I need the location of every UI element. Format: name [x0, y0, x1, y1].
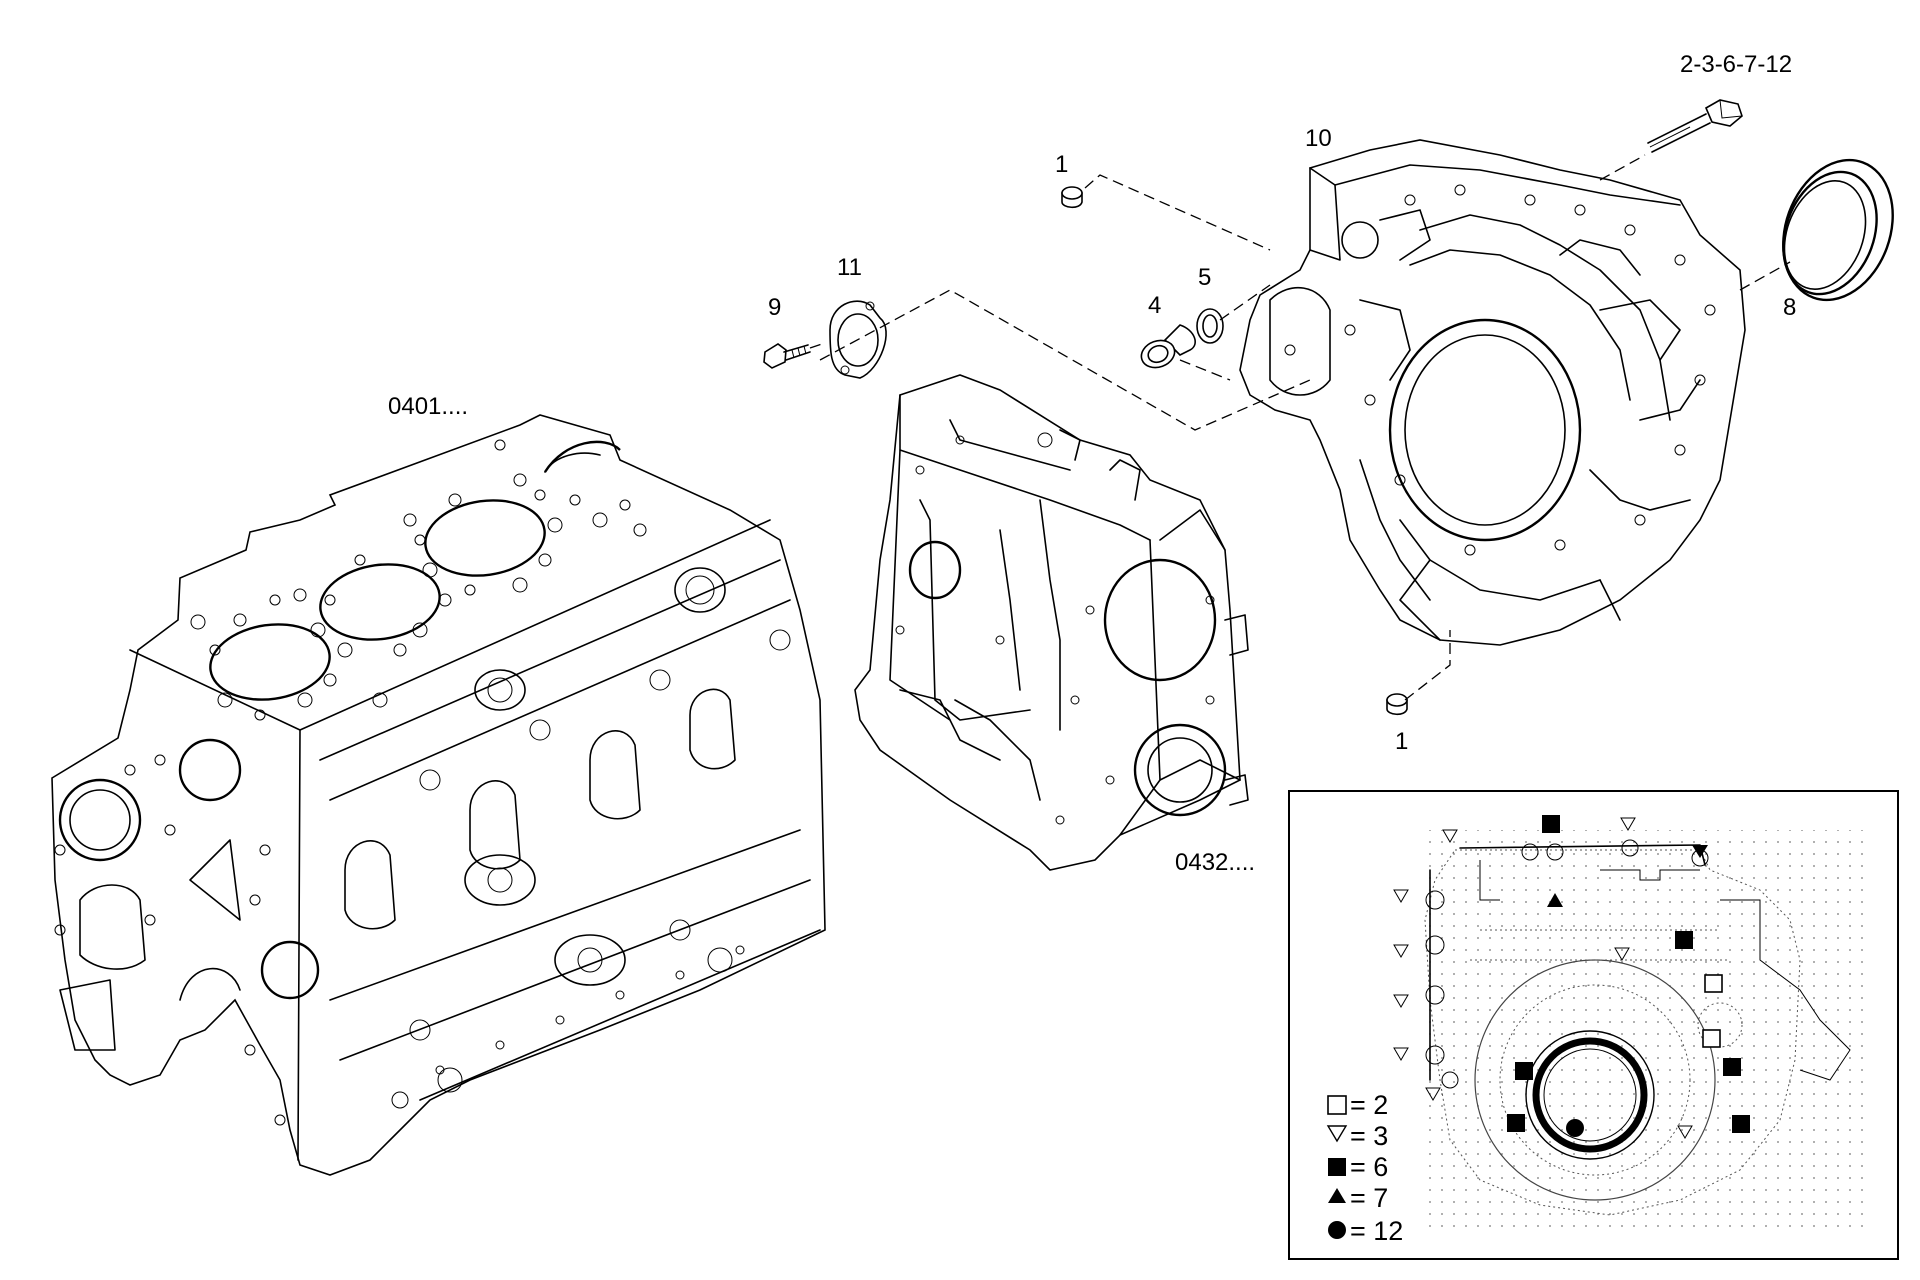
label-item-9: 9 [768, 294, 781, 321]
deck-holes [190, 439, 647, 721]
label-item-1-top: 1 [1055, 151, 1068, 178]
label-item-5: 5 [1198, 264, 1211, 291]
front-plate [854, 374, 1249, 871]
leader-lines [809, 154, 1791, 701]
legend: = 2 = 3 = 6 = 7 = 12 [1326, 1090, 1403, 1246]
legend-text-12: = 12 [1350, 1216, 1403, 1246]
label-ref-block: 0401.... [388, 393, 468, 420]
bolt-group-2-3-6-7-12 [1647, 99, 1743, 153]
bolt-item-9 [763, 343, 811, 369]
legend-item-open-square: = 2 [1327, 1090, 1388, 1120]
legend-text-2: = 2 [1350, 1090, 1388, 1120]
legend-text-7: = 7 [1350, 1183, 1388, 1213]
legend-item-open-triangle: = 3 [1326, 1121, 1388, 1151]
seal-item-8 [1782, 158, 1894, 302]
engine-block [51, 414, 826, 1176]
legend-item-filled-square: = 6 [1328, 1152, 1388, 1182]
washer-item-5 [1196, 308, 1224, 344]
label-item-8: 8 [1783, 294, 1796, 321]
label-item-11: 11 [837, 254, 862, 281]
side-bosses [344, 567, 791, 1109]
label-item-1-bottom: 1 [1395, 728, 1408, 755]
label-item-10: 10 [1305, 125, 1332, 152]
inset-markers [1393, 815, 1750, 1139]
legend-item-filled-triangle: = 7 [1328, 1183, 1388, 1213]
inset-bolt-map: = 2 = 3 = 6 = 7 = 12 [1288, 790, 1899, 1260]
label-bolt-group: 2-3-6-7-12 [1680, 51, 1792, 78]
plug-item-1-top [1061, 186, 1083, 209]
label-ref-plate: 0432.... [1175, 849, 1255, 876]
legend-text-6: = 6 [1350, 1152, 1388, 1182]
label-item-4: 4 [1148, 292, 1161, 319]
legend-text-3: = 3 [1350, 1121, 1388, 1151]
legend-item-filled-circle: = 12 [1328, 1216, 1403, 1246]
flywheel-housing [1239, 139, 1746, 646]
plug-item-1-bottom [1386, 693, 1408, 716]
plug-item-4 [1140, 324, 1196, 369]
